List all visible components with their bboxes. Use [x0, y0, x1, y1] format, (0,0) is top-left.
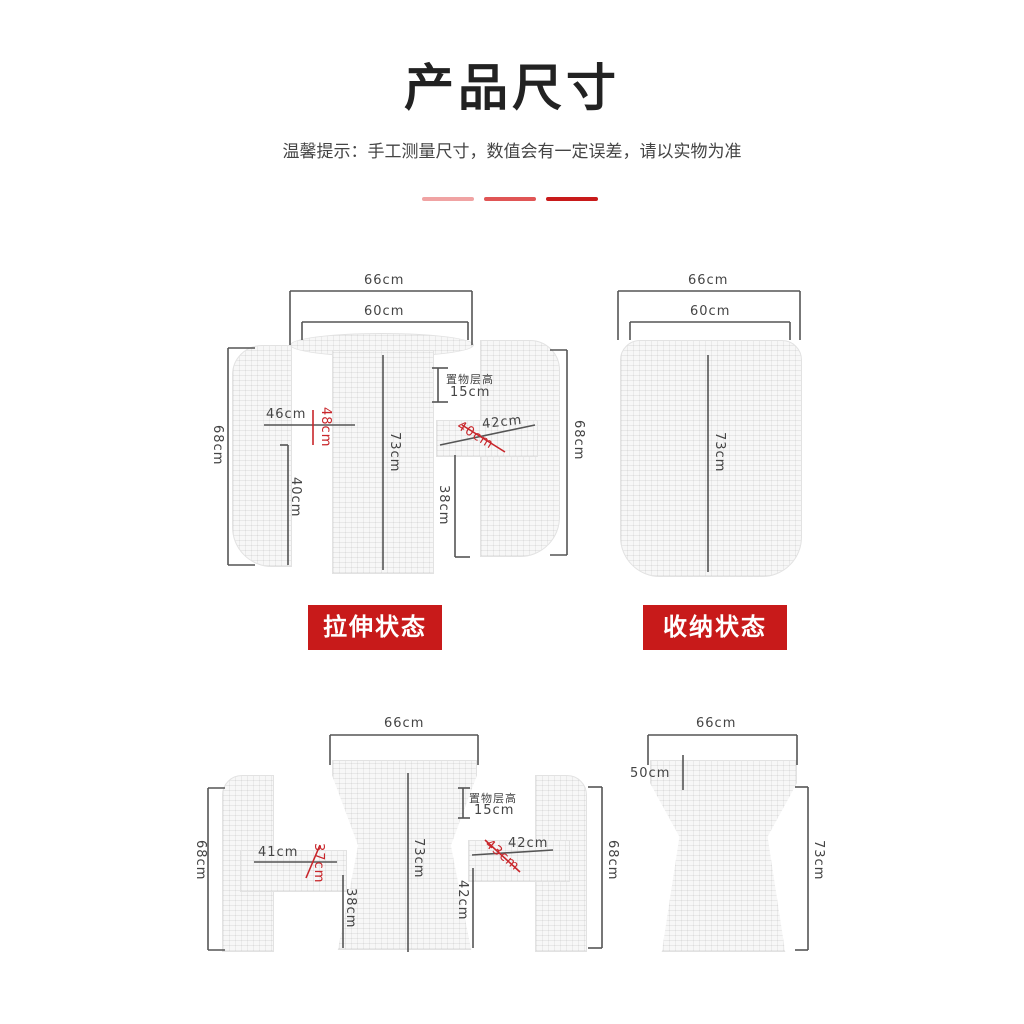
expanded-right-chair-height: 68cm: [571, 420, 586, 461]
page-title: 产品尺寸: [404, 59, 620, 117]
measurement-note: 温馨提示：手工测量尺寸，数值会有一定误差，请以实物为准: [282, 142, 742, 162]
expanded-state-label: 拉伸状态: [308, 605, 442, 650]
side-right-seat-height: 42cm: [455, 880, 470, 921]
expanded-right-seat-height: 38cm: [436, 485, 451, 526]
expanded-shelf-height: 15cm: [450, 385, 491, 400]
expanded-shelf-label: 置物层高: [446, 373, 494, 386]
accent-bar-light: [422, 197, 474, 201]
side-left-seat-depth: 37cm: [311, 843, 326, 884]
stored-state-label: 收纳状态: [643, 605, 787, 650]
side-table-width: 66cm: [384, 716, 425, 731]
side-shelf-label: 置物层高: [469, 792, 517, 805]
stored-height: 73cm: [712, 432, 727, 473]
side-table: [332, 760, 477, 950]
side-left-chair-height: 68cm: [193, 840, 208, 881]
expanded-left-seat-height: 40cm: [288, 477, 303, 518]
stored-set: [620, 340, 802, 577]
side-shelf-height: 15cm: [474, 803, 515, 818]
accent-bar-dark: [546, 197, 598, 201]
side-stored-width: 66cm: [696, 716, 737, 731]
side-left-seat-width: 41cm: [258, 845, 299, 860]
side-stored-top-depth: 50cm: [630, 766, 671, 781]
side-right-chair-seat: [468, 840, 570, 882]
side-stored-height: 73cm: [811, 840, 826, 881]
stored-top-width: 60cm: [690, 304, 731, 319]
expanded-left-seat-depth: 48cm: [318, 407, 333, 448]
expanded-right-seat: [436, 420, 538, 457]
expanded-table-height: 73cm: [387, 432, 402, 473]
stored-outer-width: 66cm: [688, 273, 729, 288]
expanded-left-chair-height: 68cm: [210, 425, 225, 466]
side-left-chair-seat: [240, 850, 347, 892]
expanded-table-outer-width: 66cm: [364, 273, 405, 288]
side-right-seat-width: 42cm: [508, 836, 549, 851]
side-table-height: 73cm: [411, 838, 426, 879]
side-right-chair-height: 68cm: [605, 840, 620, 881]
side-left-seat-height: 38cm: [343, 888, 358, 929]
expanded-left-seat-width: 46cm: [266, 407, 307, 422]
accent-bar-medium: [484, 197, 536, 201]
expanded-table-top-width: 60cm: [364, 304, 405, 319]
